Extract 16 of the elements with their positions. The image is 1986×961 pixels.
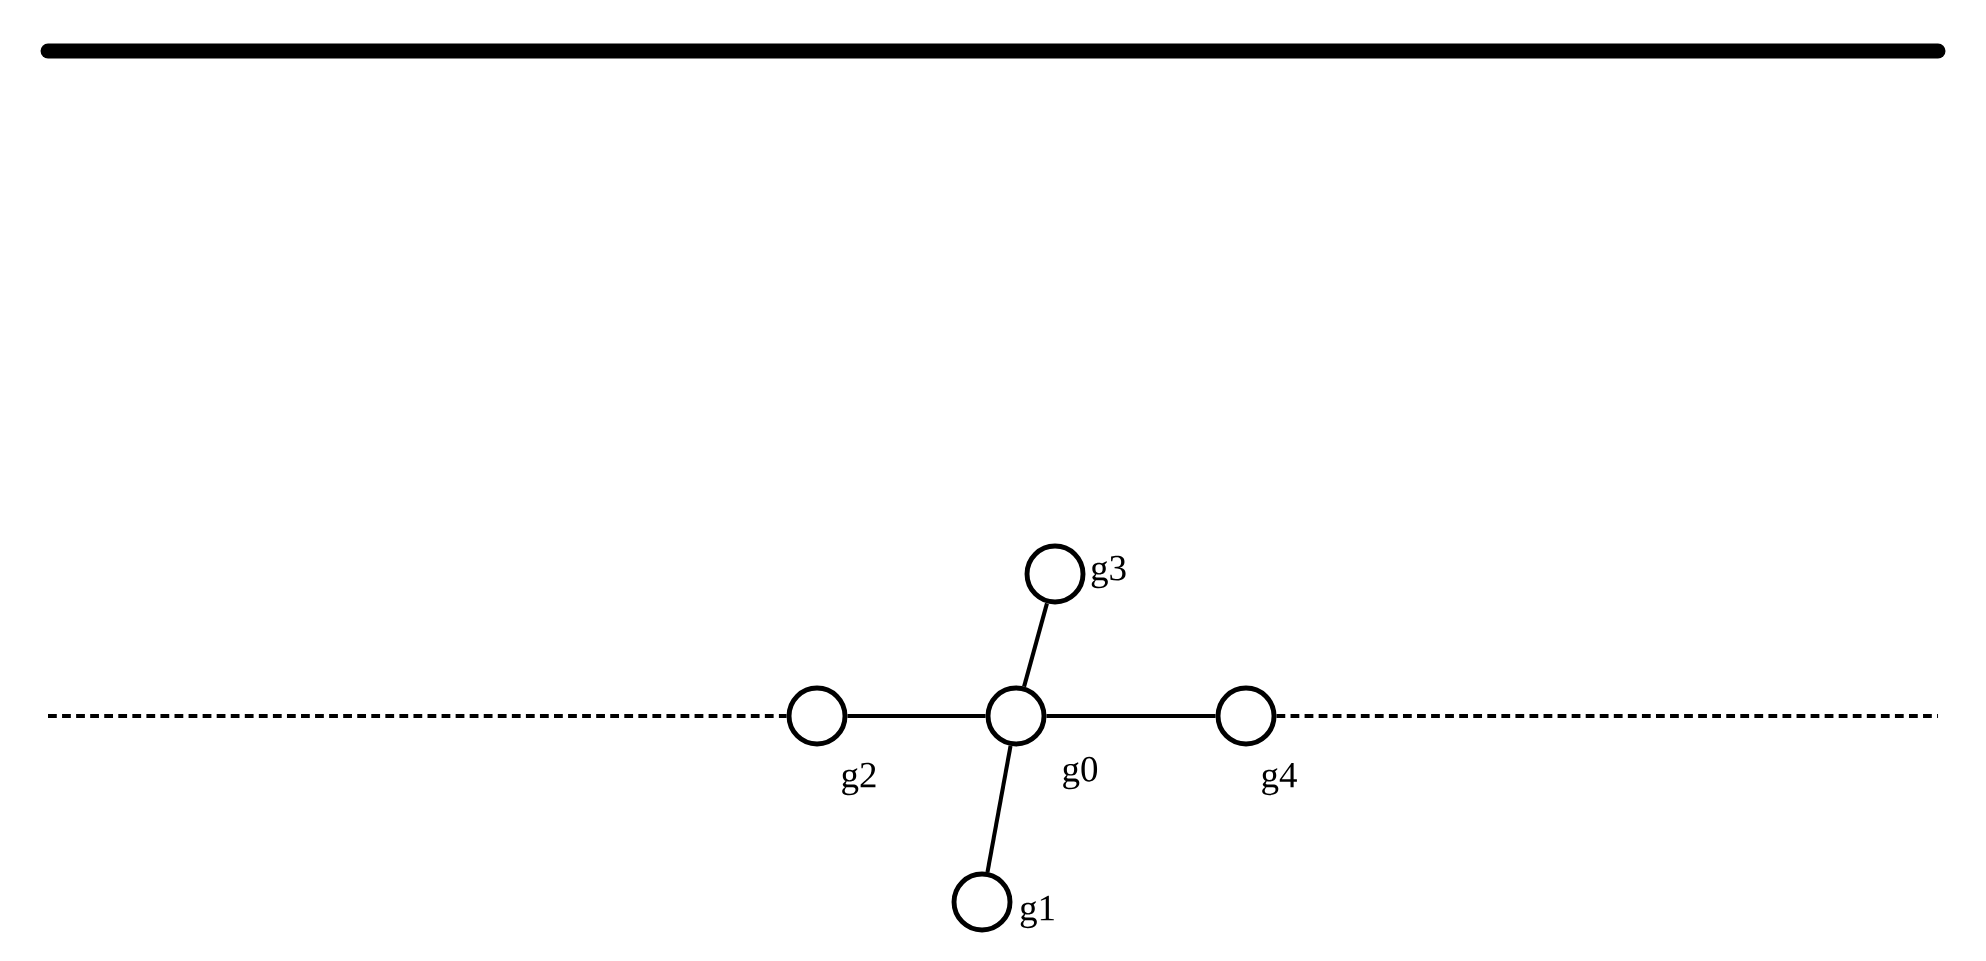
node-label: g3 [1091, 555, 1126, 589]
connector-line [1022, 602, 1049, 688]
connector-line [1046, 714, 1216, 719]
node-label: g2 [842, 762, 876, 796]
dashed-line [1276, 714, 1938, 719]
connector-line [985, 745, 1013, 873]
circle-node [1024, 543, 1086, 605]
circle-node [985, 685, 1047, 747]
connector-line [847, 714, 986, 719]
node-label: g1 [1020, 895, 1054, 929]
circle-node [951, 871, 1013, 933]
circle-node [786, 685, 848, 747]
circle-node [1215, 685, 1277, 747]
node-label: g4 [1262, 762, 1297, 796]
dashed-line [48, 714, 787, 719]
node-label: g0 [1063, 756, 1098, 790]
